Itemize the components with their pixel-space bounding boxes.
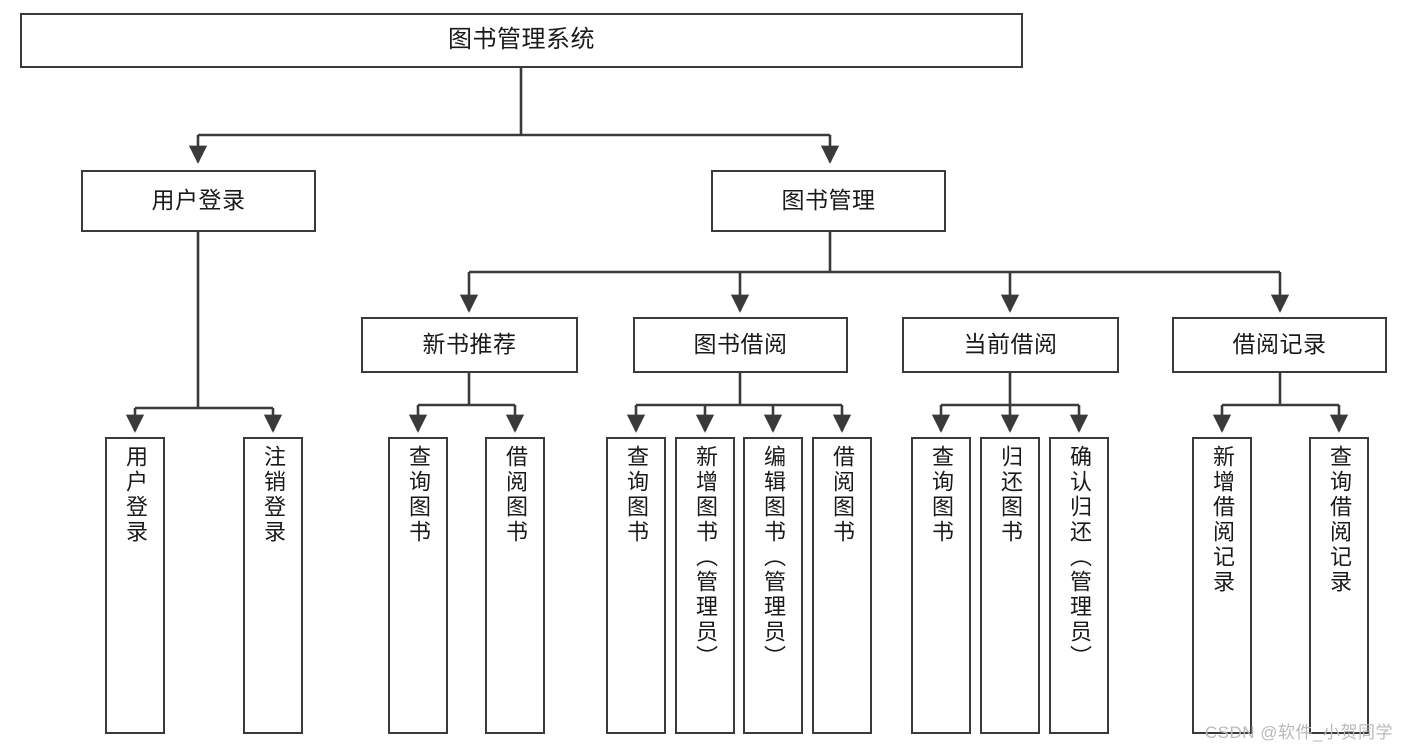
node-label: 新增图书（管理员）: [693, 445, 718, 670]
node-book-management[interactable]: 图书管理: [711, 170, 946, 232]
node-label: 图书借阅: [693, 331, 788, 358]
node-current-borrow[interactable]: 当前借阅: [902, 317, 1119, 373]
leaf-borrow-edit-book-admin[interactable]: 编辑图书（管理员）: [743, 437, 803, 734]
node-root-system[interactable]: 图书管理系统: [20, 13, 1023, 68]
leaf-current-query-book[interactable]: 查询图书: [911, 437, 971, 734]
node-label: 归还图书: [998, 445, 1023, 545]
leaf-current-confirm-return-admin[interactable]: 确认归还（管理员）: [1049, 437, 1109, 734]
node-borrow-record[interactable]: 借阅记录: [1172, 317, 1387, 373]
node-label: 借阅记录: [1232, 331, 1327, 358]
leaf-current-return-book[interactable]: 归还图书: [980, 437, 1040, 734]
node-label: 确认归还（管理员）: [1067, 445, 1092, 670]
leaf-recommend-borrow-book[interactable]: 借阅图书: [485, 437, 545, 734]
leaf-record-query-record[interactable]: 查询借阅记录: [1309, 437, 1369, 734]
node-label: 注销登录: [261, 445, 286, 545]
node-label: 当前借阅: [963, 331, 1058, 358]
node-label: 编辑图书（管理员）: [761, 445, 786, 670]
node-label: 查询图书: [624, 445, 649, 545]
node-label: 用户登录: [151, 187, 246, 214]
leaf-borrow-borrow-book[interactable]: 借阅图书: [812, 437, 872, 734]
node-user-login[interactable]: 用户登录: [81, 170, 316, 232]
node-new-book-recommend[interactable]: 新书推荐: [361, 317, 578, 373]
node-label: 查询图书: [929, 445, 954, 545]
leaf-record-add-record[interactable]: 新增借阅记录: [1192, 437, 1252, 734]
leaf-user-login-logout[interactable]: 注销登录: [243, 437, 303, 734]
node-book-borrow[interactable]: 图书借阅: [633, 317, 848, 373]
csdn-watermark: CSDN @软件_小贺同学: [1204, 723, 1393, 742]
node-label: 新增借阅记录: [1210, 445, 1235, 595]
leaf-borrow-query-book[interactable]: 查询图书: [606, 437, 666, 734]
node-label: 借阅图书: [830, 445, 855, 545]
node-label: 图书管理: [781, 187, 876, 214]
node-label: 图书管理系统: [448, 26, 595, 54]
node-label: 查询图书: [406, 445, 431, 545]
leaf-recommend-query-book[interactable]: 查询图书: [388, 437, 448, 734]
node-label: 用户登录: [123, 445, 148, 545]
leaf-borrow-add-book-admin[interactable]: 新增图书（管理员）: [675, 437, 735, 734]
node-label: 借阅图书: [503, 445, 528, 545]
node-label: 新书推荐: [422, 331, 517, 358]
node-label: 查询借阅记录: [1327, 445, 1352, 595]
leaf-user-login-login[interactable]: 用户登录: [105, 437, 165, 734]
